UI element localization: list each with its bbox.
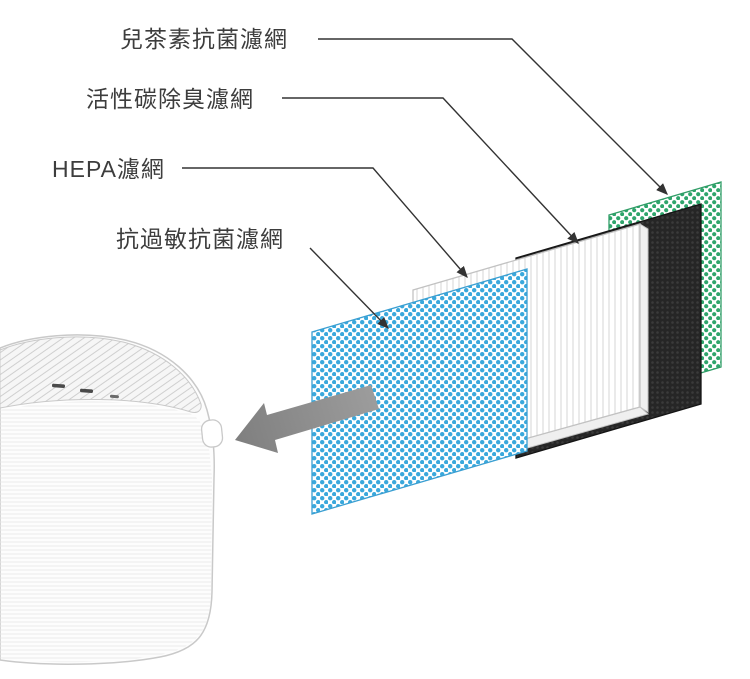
leader-line-catechin <box>318 38 668 195</box>
device-vent-mark-1 <box>52 383 66 388</box>
device-top-vents <box>0 336 202 413</box>
device-front-texture <box>0 401 212 663</box>
label-catechin-filter: 兒茶素抗菌濾網 <box>120 26 288 52</box>
device-vent-mark-2 <box>80 388 94 393</box>
white-filter-side-face <box>639 223 649 413</box>
device-side-clip <box>200 419 224 448</box>
blue-filter-panel <box>311 268 528 515</box>
device-vent-mark-3 <box>109 394 119 399</box>
leader-line-hepa <box>182 167 468 279</box>
label-carbon-filter: 活性碳除臭濾網 <box>86 86 254 112</box>
leader-line-carbon <box>282 97 579 245</box>
leader-line-antiallergy <box>309 247 389 330</box>
label-antiallergy-filter: 抗過敏抗菌濾網 <box>116 226 284 252</box>
label-hepa-filter: HEPA濾網 <box>52 156 165 182</box>
air-purifier-device <box>0 334 224 665</box>
insert-direction-arrow <box>235 385 379 453</box>
